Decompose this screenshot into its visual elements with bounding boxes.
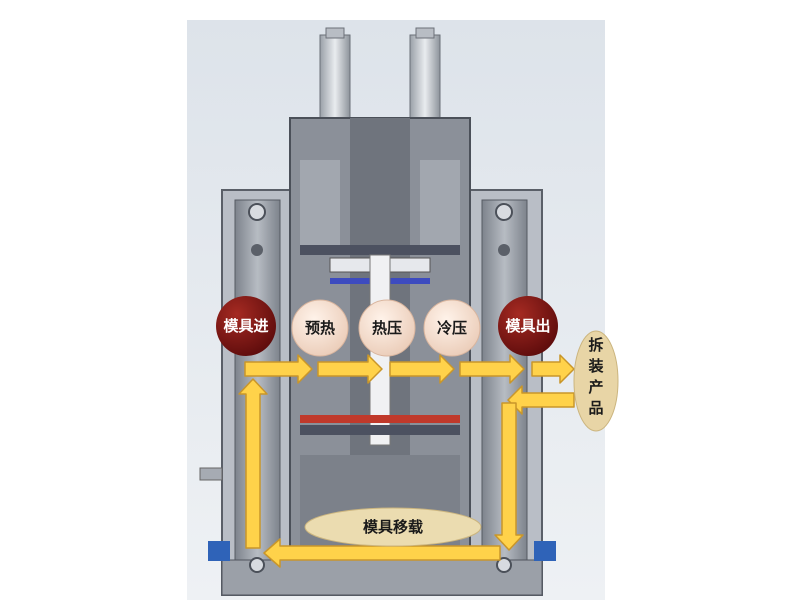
arrow-left-up (238, 378, 268, 549)
stage-label-cold-press: 冷压 (437, 319, 467, 337)
unload-char-1: 拆 (588, 336, 603, 354)
stage-label-hot-press: 热压 (372, 319, 402, 337)
arrow-moldout-to-unload (531, 354, 575, 384)
arrow-right-down (494, 402, 524, 551)
stage-hot-press: 热压 (358, 299, 416, 357)
stage-unload-product: 拆 装 产 品 (573, 330, 619, 432)
arrow-moldin-to-preheat (244, 354, 313, 384)
arrow-bottom-left (263, 538, 501, 568)
stage-mold-out: 模具出 (498, 296, 558, 356)
cylinder-left (319, 34, 351, 126)
stage-cold-press: 冷压 (423, 299, 481, 357)
stage-label-mold-out: 模具出 (505, 317, 550, 335)
stage-mold-in: 模具进 (216, 296, 276, 356)
cylinder-right (409, 34, 441, 126)
arrow-coldpress-to-moldout (459, 354, 525, 384)
arrow-preheat-to-hotpress (317, 354, 383, 384)
arrow-hotpress-to-coldpress (389, 354, 455, 384)
stage-mold-transfer: 模具移载 (304, 507, 482, 547)
unload-char-2: 装 (587, 357, 604, 375)
transfer-label: 模具移载 (363, 518, 423, 536)
unload-char-4: 品 (588, 399, 603, 417)
machine-base (221, 559, 543, 596)
stage-label-mold-in: 模具进 (223, 317, 268, 335)
stage-preheat: 预热 (291, 299, 349, 357)
flow-arrows (238, 354, 575, 568)
stage-label-preheat: 预热 (305, 319, 335, 337)
unload-char-3: 产 (588, 378, 603, 396)
